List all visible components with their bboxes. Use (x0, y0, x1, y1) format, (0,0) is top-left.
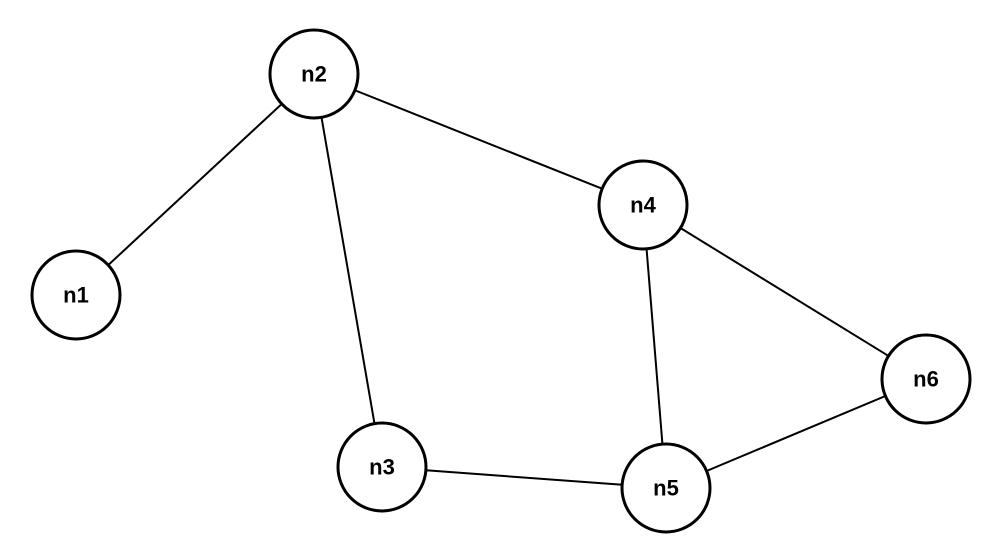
graph-edge-n1-n2 (75, 73, 315, 296)
graph-node-n4[interactable]: n4 (597, 159, 689, 251)
node-circle-n2[interactable] (268, 28, 360, 120)
graph-edge-n3-n5 (381, 466, 667, 489)
graph-node-n5[interactable]: n5 (620, 442, 712, 534)
graph-edge-n2-n3 (313, 73, 383, 468)
node-circle-n4[interactable] (597, 159, 689, 251)
node-circle-n3[interactable] (336, 421, 428, 513)
graph-edge-n5-n6 (665, 378, 927, 489)
graph-node-n6[interactable]: n6 (880, 333, 972, 425)
graph-node-n1[interactable]: n1 (30, 249, 122, 341)
graph-edge-n4-n6 (642, 204, 927, 380)
graph-edge-n2-n4 (313, 73, 644, 206)
node-circle-n5[interactable] (620, 442, 712, 534)
graph-node-n3[interactable]: n3 (336, 421, 428, 513)
node-circle-n1[interactable] (30, 249, 122, 341)
graph-edge-n4-n5 (642, 204, 667, 489)
node-circle-n6[interactable] (880, 333, 972, 425)
graph-node-n2[interactable]: n2 (268, 28, 360, 120)
